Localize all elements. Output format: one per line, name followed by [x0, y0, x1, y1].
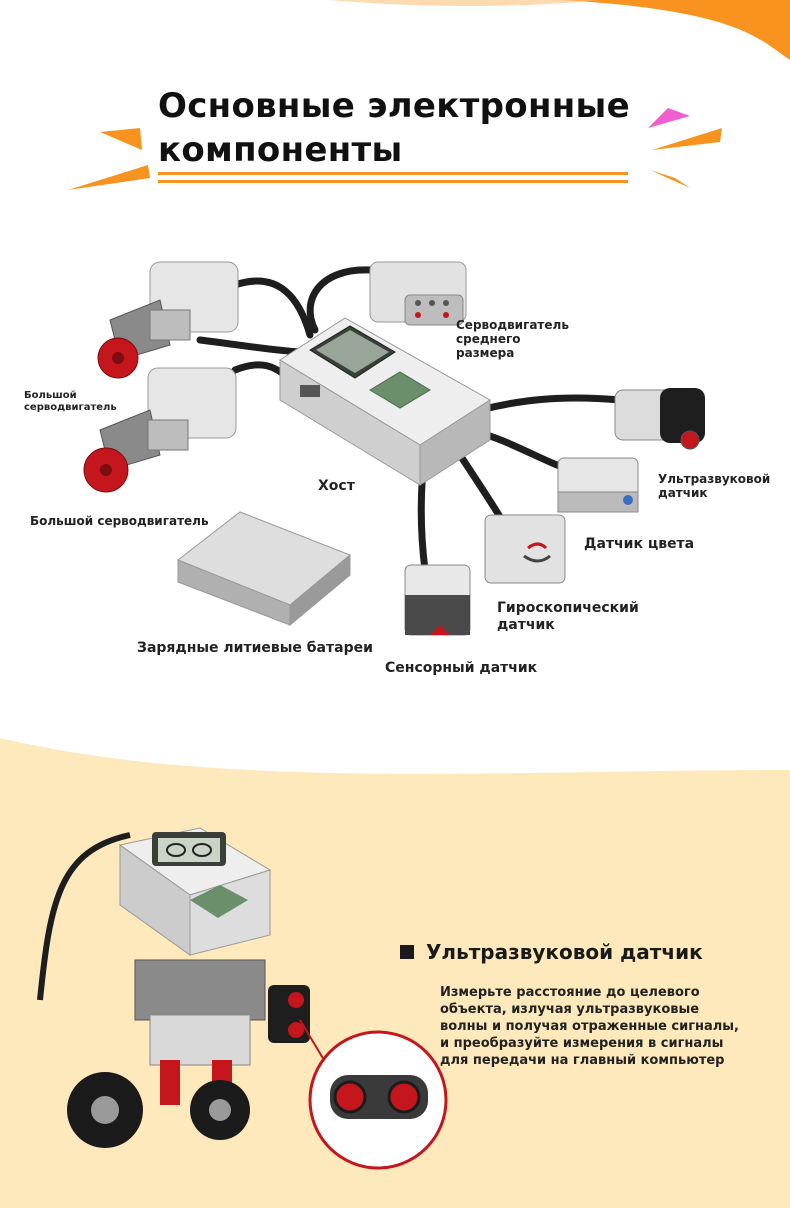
label-color-sensor: Датчик цвета: [584, 536, 695, 552]
robot-illustration: [37, 827, 448, 1170]
label-ultrasonic: Ультразвуковой датчик: [658, 472, 770, 500]
page-title-line1: Основные электронные: [158, 86, 630, 126]
label-medium-motor-line2: среднего: [456, 332, 521, 346]
label-touch: Сенсорный датчик: [385, 660, 538, 676]
feature-description-line2: объекта, излучая ультразвуковые: [440, 1002, 700, 1017]
feature-description-line4: и преобразуйте измерения в сигналы: [440, 1036, 724, 1051]
label-gyro-line2: датчик: [497, 617, 555, 633]
large-motor-top: [97, 261, 239, 379]
label-host: Хост: [318, 478, 355, 494]
label-large-motor-bottom: Большой серводвигатель: [30, 514, 209, 528]
label-medium-motor: Серводвигатель среднего размера: [456, 318, 569, 360]
label-ultrasonic-line1: Ультразвуковой: [658, 472, 771, 486]
page-title-line2: компоненты: [158, 130, 403, 170]
title-underline: [158, 172, 628, 183]
label-gyro-line1: Гироскопический: [497, 600, 639, 616]
label-medium-motor-line3: размера: [456, 346, 515, 360]
color-sensor: [557, 457, 639, 513]
label-gyro: Гироскопический датчик: [497, 600, 639, 634]
feature-description-line5: для передачи на главный компьютер: [440, 1053, 725, 1068]
feature-title-text: Ультразвуковой датчик: [426, 940, 703, 964]
label-large-motor-top: Большой серводвигатель: [24, 390, 117, 414]
corner-accent: [330, 0, 790, 60]
feature-title: Ультразвуковой датчик: [400, 940, 703, 964]
label-medium-motor-line1: Серводвигатель: [456, 318, 569, 332]
large-motor-bottom: [83, 367, 237, 493]
touch-sensor: [404, 564, 471, 636]
label-battery: Зарядные литиевые батареи: [137, 640, 373, 656]
battery-pack: [177, 511, 351, 627]
bullet-square-icon: [400, 945, 414, 959]
label-ultrasonic-line2: датчик: [658, 486, 708, 500]
page-title: Основные электронные компоненты: [158, 84, 630, 172]
feature-description-line3: волны и получая отраженные сигналы,: [440, 1019, 739, 1034]
medium-motor: [369, 261, 467, 326]
feature-description-line1: Измерьте расстояние до целевого: [440, 985, 700, 1000]
ultrasonic-sensor: [614, 388, 705, 450]
feature-description: Измерьте расстояние до целевого объекта,…: [440, 984, 760, 1069]
host-brick: [279, 317, 491, 486]
label-large-motor-top-line2: серводвигатель: [24, 402, 117, 413]
gyro-sensor: [484, 514, 566, 584]
decorative-shapes: [68, 108, 722, 190]
components-diagram: [83, 261, 705, 636]
label-large-motor-top-line1: Большой: [24, 390, 77, 401]
